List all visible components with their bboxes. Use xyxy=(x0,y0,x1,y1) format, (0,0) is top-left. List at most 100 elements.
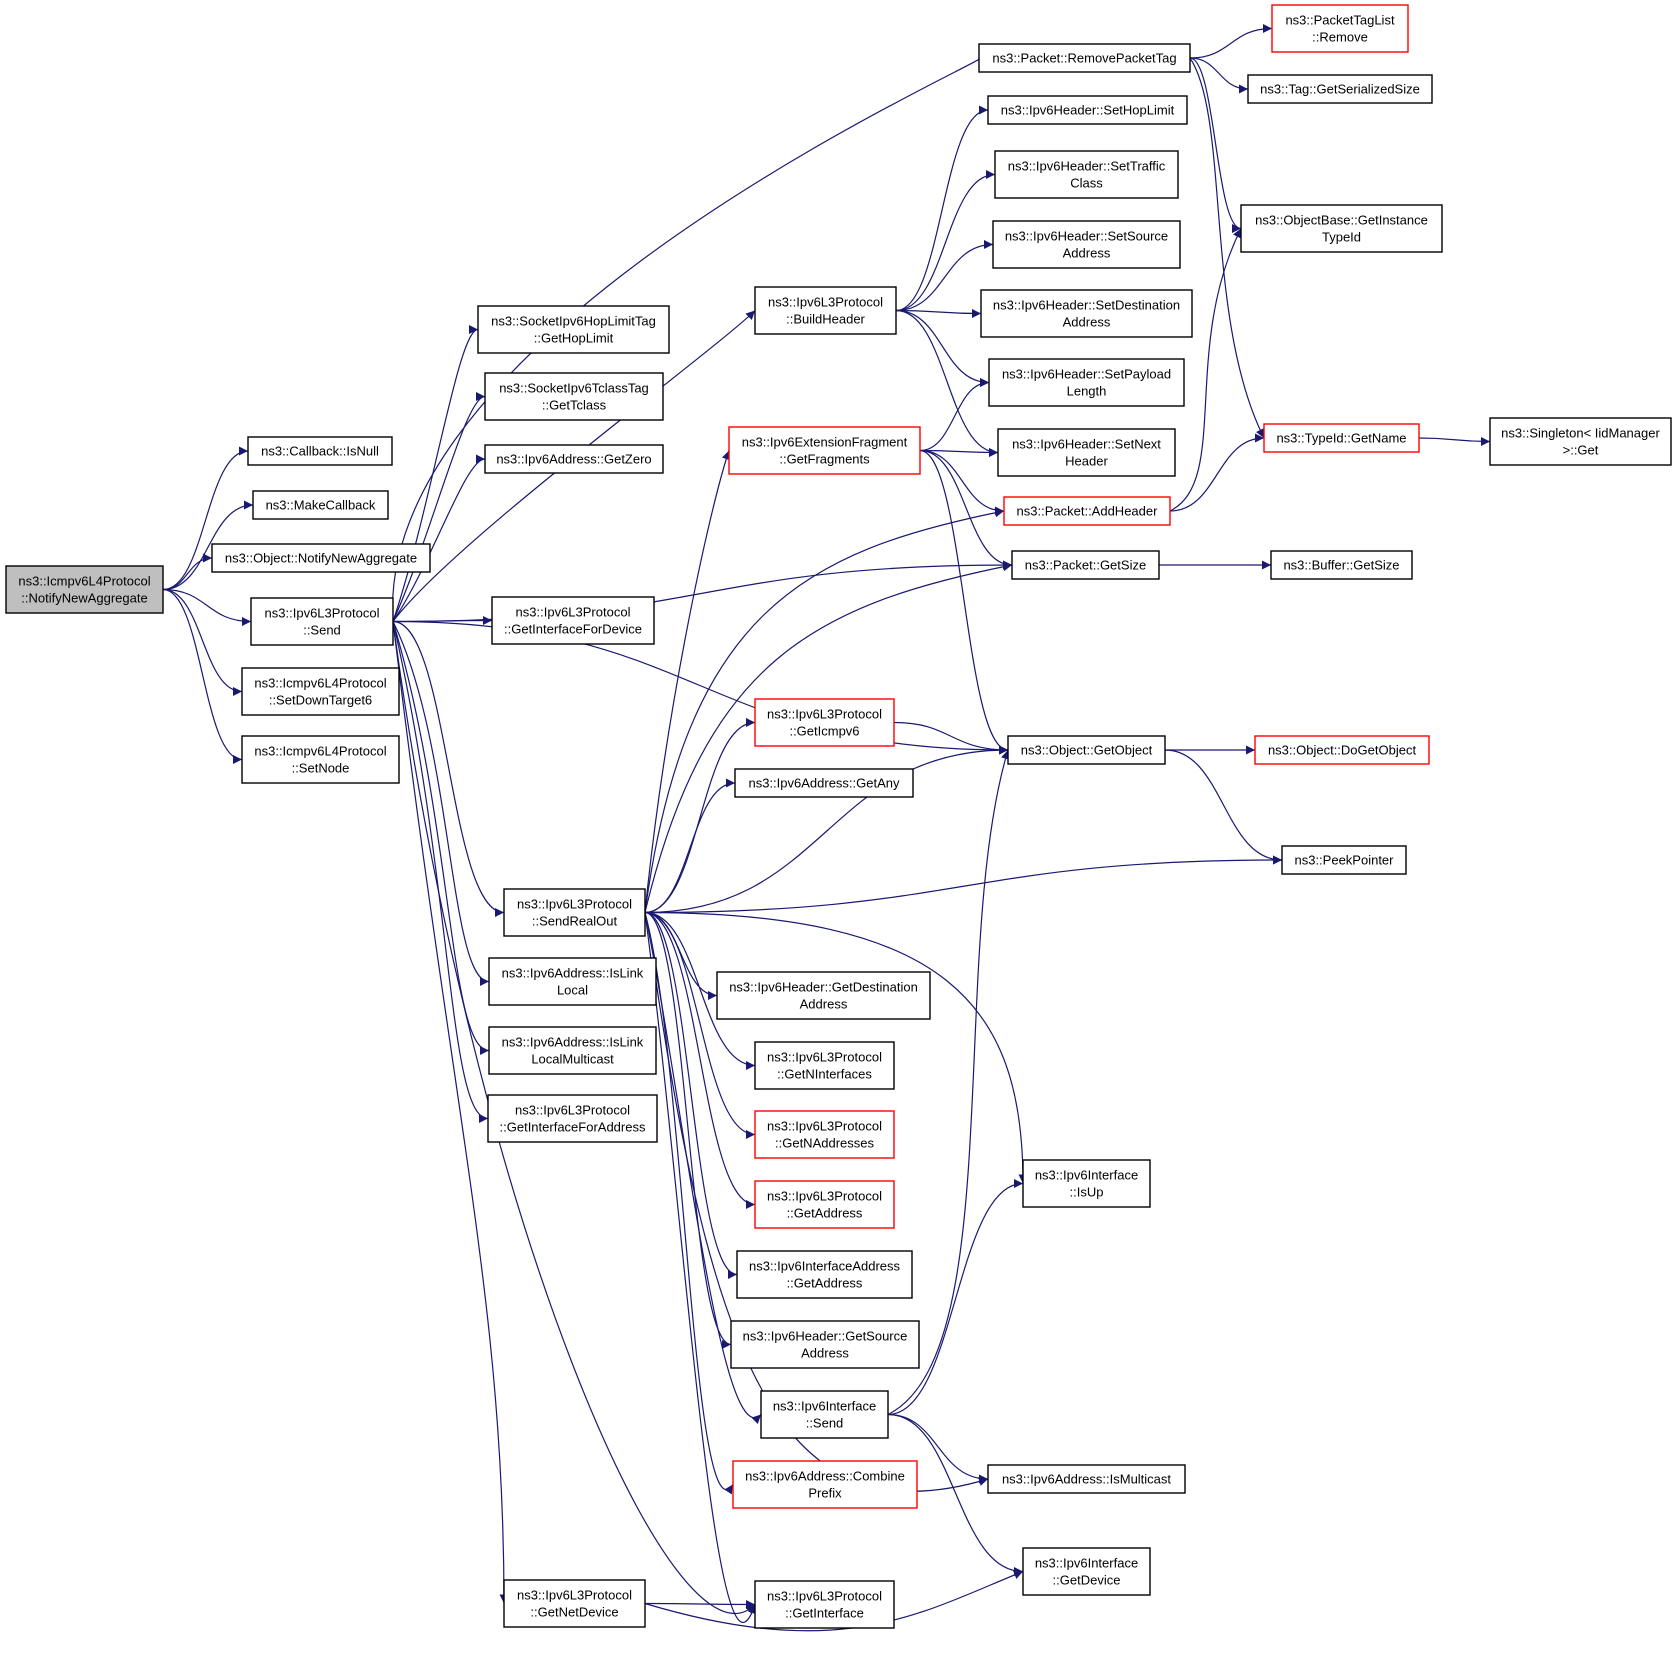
node-pkt_getsize[interactable]: ns3::Packet::GetSize xyxy=(1011,550,1160,580)
node-label-line: ns3::Ipv6Address::IsLink xyxy=(502,1035,644,1050)
edge-if_send-to-if_getdevice xyxy=(887,1413,1024,1576)
node-box xyxy=(987,1464,1186,1494)
node-box xyxy=(250,597,394,646)
edge-getobject-to-peekpointer xyxy=(1164,749,1283,865)
node-getzero[interactable]: ns3::Ipv6Address::GetZero xyxy=(484,444,664,474)
node-label-line: Address xyxy=(1063,315,1111,330)
node-makecb[interactable]: ns3::MakeCallback xyxy=(252,490,389,520)
node-ismulticast[interactable]: ns3::Ipv6Address::IsMulticast xyxy=(987,1464,1186,1494)
node-box xyxy=(211,543,431,573)
edge-send-to-getnetdev xyxy=(392,621,509,1604)
edge-getfragments-to-addheader xyxy=(919,449,1005,516)
node-sethoplimit[interactable]: ns3::Ipv6Header::SetHopLimit xyxy=(987,95,1188,125)
node-root[interactable]: ns3::Icmpv6L4Protocol::NotifyNewAggregat… xyxy=(5,565,164,614)
node-box xyxy=(754,1041,895,1090)
node-label-line: ns3::Ipv6Header::SetSource xyxy=(1005,229,1168,244)
node-box xyxy=(754,286,897,335)
edge-root-to-setnode xyxy=(162,588,243,764)
node-getinterface[interactable]: ns3::Ipv6L3Protocol::GetInterface xyxy=(754,1580,895,1629)
node-label-line: ns3::Ipv6Address::IsLink xyxy=(502,966,644,981)
node-label-line: Class xyxy=(1070,176,1103,191)
edge-root-to-send xyxy=(162,588,252,626)
node-label-line: ns3::MakeCallback xyxy=(266,498,376,513)
node-label-line: ns3::Ipv6Address::GetAny xyxy=(748,776,900,791)
node-box xyxy=(484,444,664,474)
node-getfragments[interactable]: ns3::Ipv6ExtensionFragment::GetFragments xyxy=(728,426,921,475)
node-if_getdevice[interactable]: ns3::Ipv6Interface::GetDevice xyxy=(1022,1547,1151,1596)
node-box xyxy=(1003,496,1171,526)
node-box xyxy=(732,1460,918,1509)
node-setnode[interactable]: ns3::Icmpv6L4Protocol::SetNode xyxy=(241,735,400,784)
node-label-line: ns3::Object::DoGetObject xyxy=(1268,743,1417,758)
node-label-line: ns3::Ipv6Address::GetZero xyxy=(496,452,651,467)
node-if_send[interactable]: ns3::Ipv6Interface::Send xyxy=(760,1390,889,1439)
node-objnotify[interactable]: ns3::Object::NotifyNewAggregate xyxy=(211,543,431,573)
node-box xyxy=(484,372,664,421)
node-label-line: ns3::Ipv6L3Protocol xyxy=(767,1189,882,1204)
node-addheader[interactable]: ns3::Packet::AddHeader xyxy=(1003,496,1171,526)
node-label-line: >::Get xyxy=(1563,443,1599,458)
node-box xyxy=(988,358,1185,407)
node-ifaddr_getaddr[interactable]: ns3::Ipv6InterfaceAddress::GetAddress xyxy=(736,1250,913,1299)
node-label-line: ns3::Ipv6Header::SetDestination xyxy=(993,298,1180,313)
node-label-line: ::GetNetDevice xyxy=(530,1605,618,1620)
node-removetag[interactable]: ns3::Packet::RemovePacketTag xyxy=(978,43,1191,73)
node-singleton_get[interactable]: ns3::Singleton< IidManager>::Get xyxy=(1489,417,1672,466)
node-getany[interactable]: ns3::Ipv6Address::GetAny xyxy=(734,768,914,798)
node-box xyxy=(980,289,1193,338)
node-buffer_getsize[interactable]: ns3::Buffer::GetSize xyxy=(1270,550,1413,580)
node-getobject[interactable]: ns3::Object::GetObject xyxy=(1007,735,1166,765)
node-box xyxy=(1011,550,1160,580)
node-getnaddresses[interactable]: ns3::Ipv6L3Protocol::GetNAddresses xyxy=(754,1110,895,1159)
edge-if_send-to-getobject xyxy=(887,749,1010,1416)
node-label-line: ::GetHopLimit xyxy=(534,331,614,346)
node-getifaddr[interactable]: ns3::Ipv6L3Protocol::GetInterfaceForAddr… xyxy=(487,1094,658,1143)
node-tclasstag[interactable]: ns3::SocketIpv6TclassTag::GetTclass xyxy=(484,372,664,421)
node-hoplimittag[interactable]: ns3::SocketIpv6HopLimitTag::GetHopLimit xyxy=(477,305,670,354)
node-geticmpv6[interactable]: ns3::Ipv6L3Protocol::GetIcmpv6 xyxy=(754,698,895,747)
node-box xyxy=(252,490,389,520)
node-buildheader[interactable]: ns3::Ipv6L3Protocol::BuildHeader xyxy=(754,286,897,335)
node-isnull[interactable]: ns3::Callback::IsNull xyxy=(247,436,393,466)
node-label-line: ns3::Ipv6Header::GetSource xyxy=(743,1329,908,1344)
edge-sendrealout-to-getobject xyxy=(644,745,1009,914)
node-box xyxy=(734,768,914,798)
node-label-line: ns3::Ipv6L3Protocol xyxy=(767,1589,882,1604)
node-setdown[interactable]: ns3::Icmpv6L4Protocol::SetDownTarget6 xyxy=(241,667,400,716)
node-box xyxy=(1281,845,1407,875)
node-peekpointer[interactable]: ns3::PeekPointer xyxy=(1281,845,1407,875)
node-send[interactable]: ns3::Ipv6L3Protocol::Send xyxy=(250,597,394,646)
node-getifdev[interactable]: ns3::Ipv6L3Protocol::GetInterfaceForDevi… xyxy=(491,596,655,645)
node-dogetobject[interactable]: ns3::Object::DoGetObject xyxy=(1254,735,1430,765)
node-label-line: ::GetNAddresses xyxy=(775,1136,874,1151)
node-tagremove[interactable]: ns3::PacketTagList::Remove xyxy=(1271,4,1409,53)
edge-geticmpv6-to-getobject xyxy=(893,721,1009,755)
node-label-line: Address xyxy=(801,1346,849,1361)
edge-send-to-islinklocalmc xyxy=(392,621,490,1055)
node-sendrealout[interactable]: ns3::Ipv6L3Protocol::SendRealOut xyxy=(503,888,646,937)
node-label-line: ns3::Ipv6Header::SetNext xyxy=(1012,437,1161,452)
node-label-line: ::GetDevice xyxy=(1053,1573,1121,1588)
node-getaddress[interactable]: ns3::Ipv6L3Protocol::GetAddress xyxy=(754,1180,895,1229)
node-tagsize[interactable]: ns3::Tag::GetSerializedSize xyxy=(1247,74,1433,104)
edge-root-to-setdown xyxy=(162,588,243,696)
node-box xyxy=(5,565,164,614)
edge-send-to-removetag xyxy=(392,51,989,622)
node-getninterfaces[interactable]: ns3::Ipv6L3Protocol::GetNInterfaces xyxy=(754,1041,895,1090)
node-label-line: ::Send xyxy=(806,1416,844,1431)
node-typeid_getname[interactable]: ns3::TypeId::GetName xyxy=(1263,423,1420,453)
node-isup[interactable]: ns3::Ipv6Interface::IsUp xyxy=(1022,1159,1151,1208)
node-getnetdev[interactable]: ns3::Ipv6L3Protocol::GetNetDevice xyxy=(503,1579,646,1628)
